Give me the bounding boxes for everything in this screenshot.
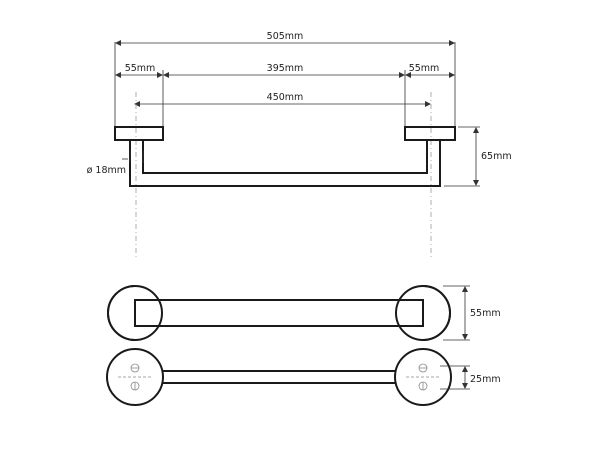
dim-front-height: 55mm <box>470 308 501 319</box>
top-view: 505mm 55mm 395mm 55mm 450mm ø 18mm 65mm <box>87 31 512 260</box>
towel-bar-body <box>129 139 441 187</box>
front-view: 55mm <box>107 285 501 341</box>
right-wall-flange <box>404 126 456 141</box>
dim-total-width: 505mm <box>267 31 304 42</box>
screw-symbol-right <box>406 363 440 391</box>
front-left-rosette-edge <box>107 285 136 341</box>
base-right-rosette <box>394 348 452 406</box>
left-wall-flange <box>114 126 164 141</box>
base-left-rosette <box>106 348 164 406</box>
dim-flange-right: 55mm <box>409 63 440 74</box>
front-right-rosette-edge <box>422 285 451 341</box>
base-view: 25mm <box>106 348 501 406</box>
dim-flange-left: 55mm <box>125 63 156 74</box>
dim-base-height: 25mm <box>470 374 501 385</box>
dim-depth: 65mm <box>481 151 512 162</box>
dim-center-distance: 450mm <box>267 92 304 103</box>
screw-symbol-left <box>118 363 152 391</box>
dim-tube-diameter: ø 18mm <box>87 165 126 176</box>
front-bar <box>134 299 424 327</box>
dim-bar-span: 395mm <box>267 63 304 74</box>
